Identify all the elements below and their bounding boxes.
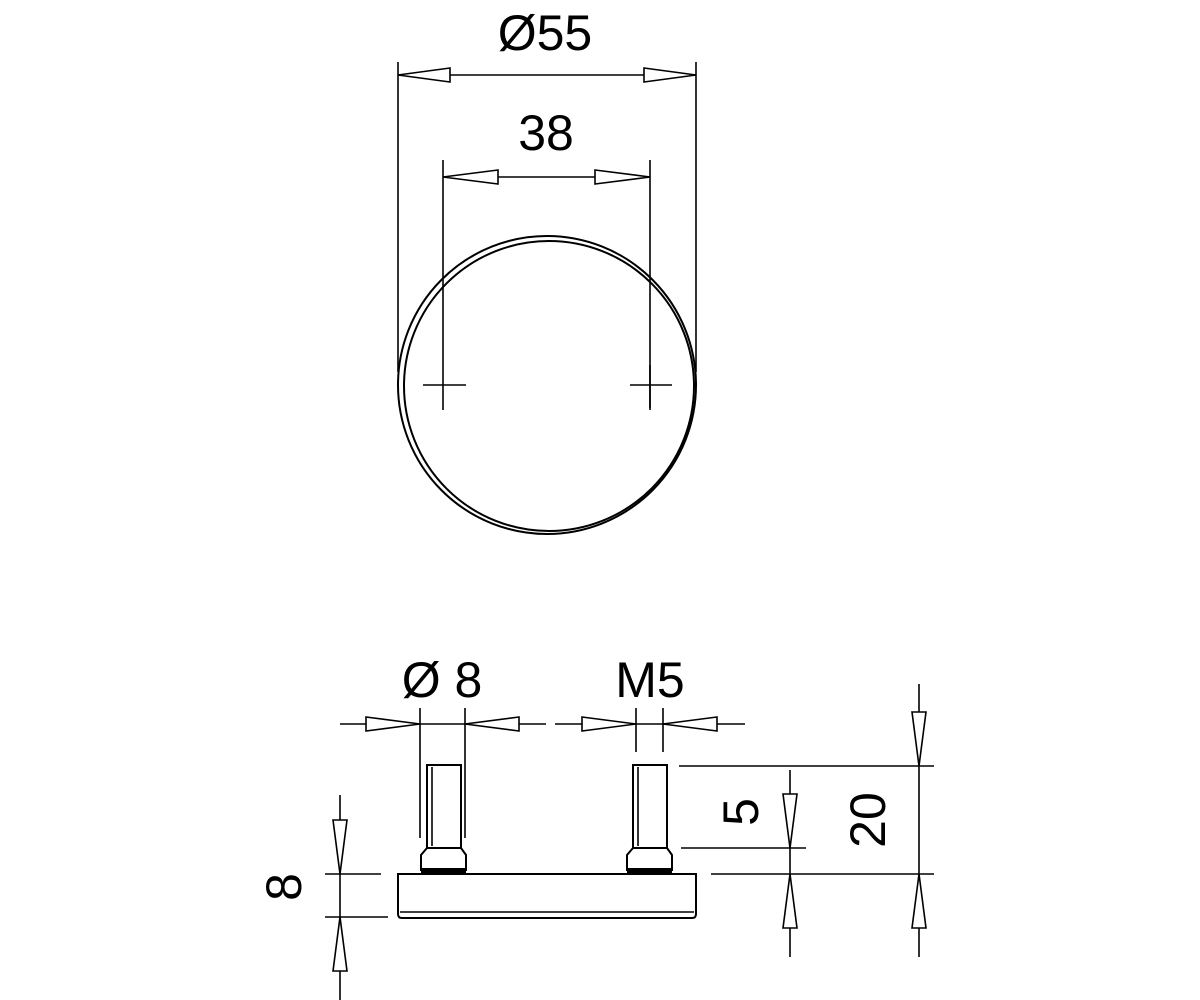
plate-thickness-label: 8 — [256, 873, 312, 901]
outer-diameter-dimension — [397, 62, 697, 372]
thread-length-label: 5 — [713, 798, 769, 826]
plate-thickness-dimension: 8 — [256, 795, 388, 1000]
side-view: Ø 8 M5 — [256, 652, 934, 1000]
pin-diameter-label: Ø 8 — [402, 652, 483, 708]
base-plate — [397, 873, 697, 919]
top-view: Ø55 38 — [397, 5, 697, 535]
total-height-dimension: 20 — [679, 684, 934, 957]
hole-spacing-dimension — [442, 160, 651, 410]
thread-length-dimension: 5 — [681, 770, 806, 957]
pin-right — [626, 764, 673, 874]
thread-dimension — [555, 708, 745, 752]
outer-diameter-label: Ø55 — [498, 5, 593, 61]
pin-left — [420, 764, 467, 874]
hole-spacing-label: 38 — [518, 105, 574, 161]
thread-label: M5 — [615, 652, 684, 708]
total-height-label: 20 — [840, 792, 896, 848]
rosette-outline — [397, 235, 697, 535]
pin-diameter-dimension — [340, 708, 546, 838]
hole-center-marks — [423, 365, 672, 408]
